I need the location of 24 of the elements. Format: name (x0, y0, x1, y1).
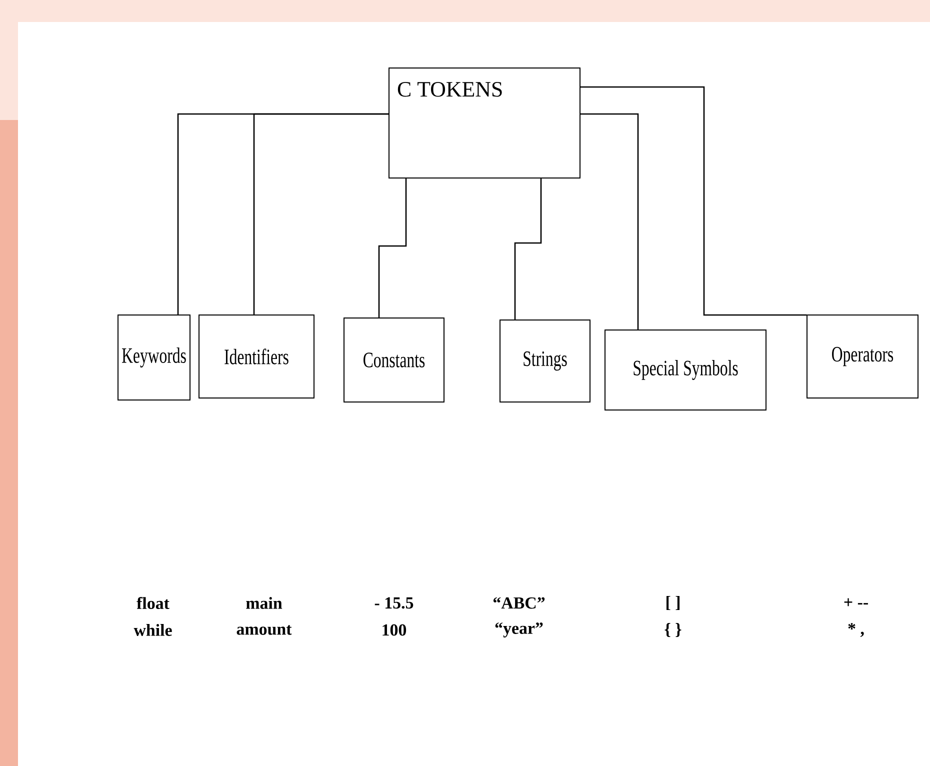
connector-line (378, 178, 407, 318)
example-text: float (136, 596, 170, 610)
category-box: Identifiers (198, 314, 314, 398)
connector-line (253, 113, 388, 314)
connector-line (514, 178, 542, 320)
category-box: Special Symbols (604, 330, 766, 410)
example-text: while (134, 624, 172, 636)
example-text: - 15.5 (374, 597, 414, 609)
example-text: [ ] (666, 596, 680, 610)
example-text: * , (848, 623, 864, 637)
example-text: 100 (382, 624, 406, 636)
example-text: { } (664, 623, 682, 637)
connector-line (580, 86, 808, 316)
category-box: Constants (344, 318, 444, 402)
example-text: amount (236, 625, 292, 635)
category-box: Strings (500, 320, 590, 402)
example-text: + -- (844, 598, 868, 606)
category-box: Keywords (118, 314, 190, 400)
example-text: “ABC” (493, 597, 545, 609)
example-text: “year” (495, 622, 543, 638)
example-text: main (246, 597, 282, 609)
connector-line (580, 113, 639, 330)
title-box: C TOKENS (388, 68, 580, 178)
category-box: Operators (806, 314, 918, 398)
